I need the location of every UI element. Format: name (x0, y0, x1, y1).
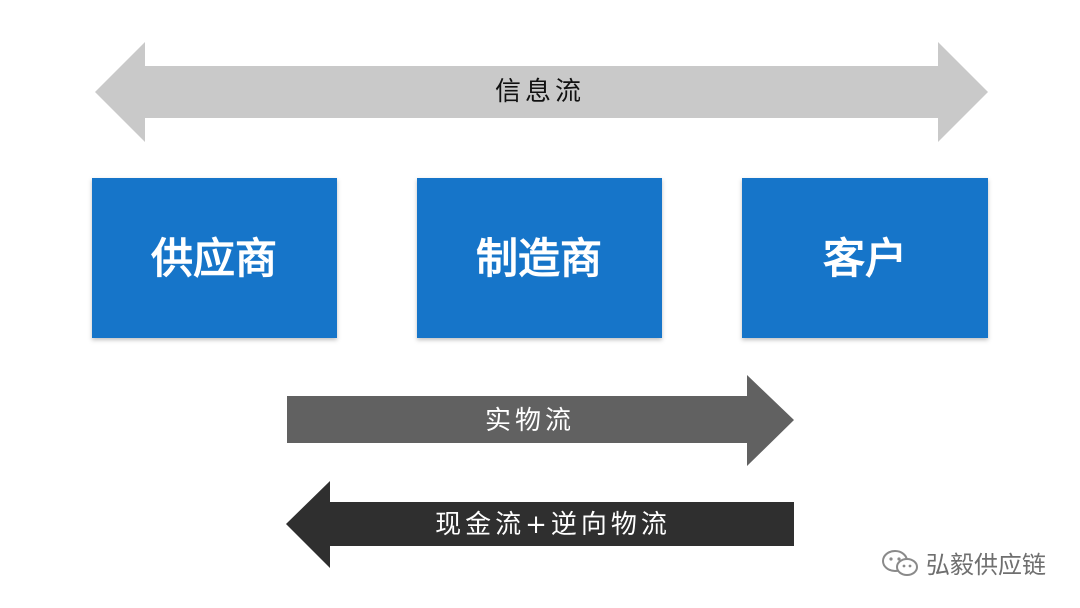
supplier-box: 供应商 (92, 178, 337, 338)
supplier-label: 供应商 (151, 234, 277, 283)
cash-reverse-flow-label: 现金流+逆向物流 (435, 510, 671, 540)
manufacturer-label: 制造商 (476, 234, 602, 283)
watermark: 弘毅供应链 (880, 545, 1046, 580)
customer-label: 客户 (823, 234, 907, 283)
manufacturer-box: 制造商 (417, 178, 662, 338)
watermark-text: 弘毅供应链 (926, 551, 1046, 579)
physical-flow-arrow (287, 375, 794, 466)
information-flow-arrow (95, 42, 988, 142)
customer-box: 客户 (742, 178, 988, 338)
physical-flow-label: 实物流 (485, 406, 575, 436)
information-flow-label: 信息流 (495, 77, 585, 107)
wechat-icon (882, 549, 918, 576)
cash-reverse-flow-arrow (286, 481, 794, 568)
